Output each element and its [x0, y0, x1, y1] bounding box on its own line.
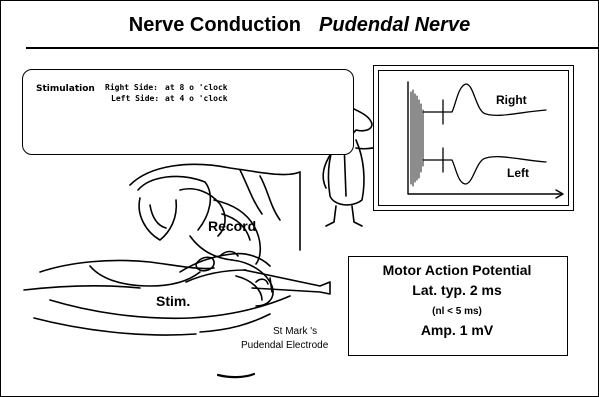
electrode-label-line2: Pudendal Electrode: [241, 340, 328, 351]
map-normal-range: (nl < 5 ms): [348, 306, 566, 317]
map-latency: Lat. typ. 2 ms: [348, 282, 566, 298]
map-amplitude: Amp. 1 mV: [348, 322, 566, 338]
electrode-label-line1: St Mark 's: [273, 326, 317, 337]
stim-label: Stim.: [156, 293, 190, 309]
waveform-right-label: Right: [496, 93, 527, 107]
waveform-left-label: Left: [507, 166, 529, 180]
map-title: Motor Action Potential: [348, 262, 566, 278]
record-label: Record: [208, 218, 256, 234]
